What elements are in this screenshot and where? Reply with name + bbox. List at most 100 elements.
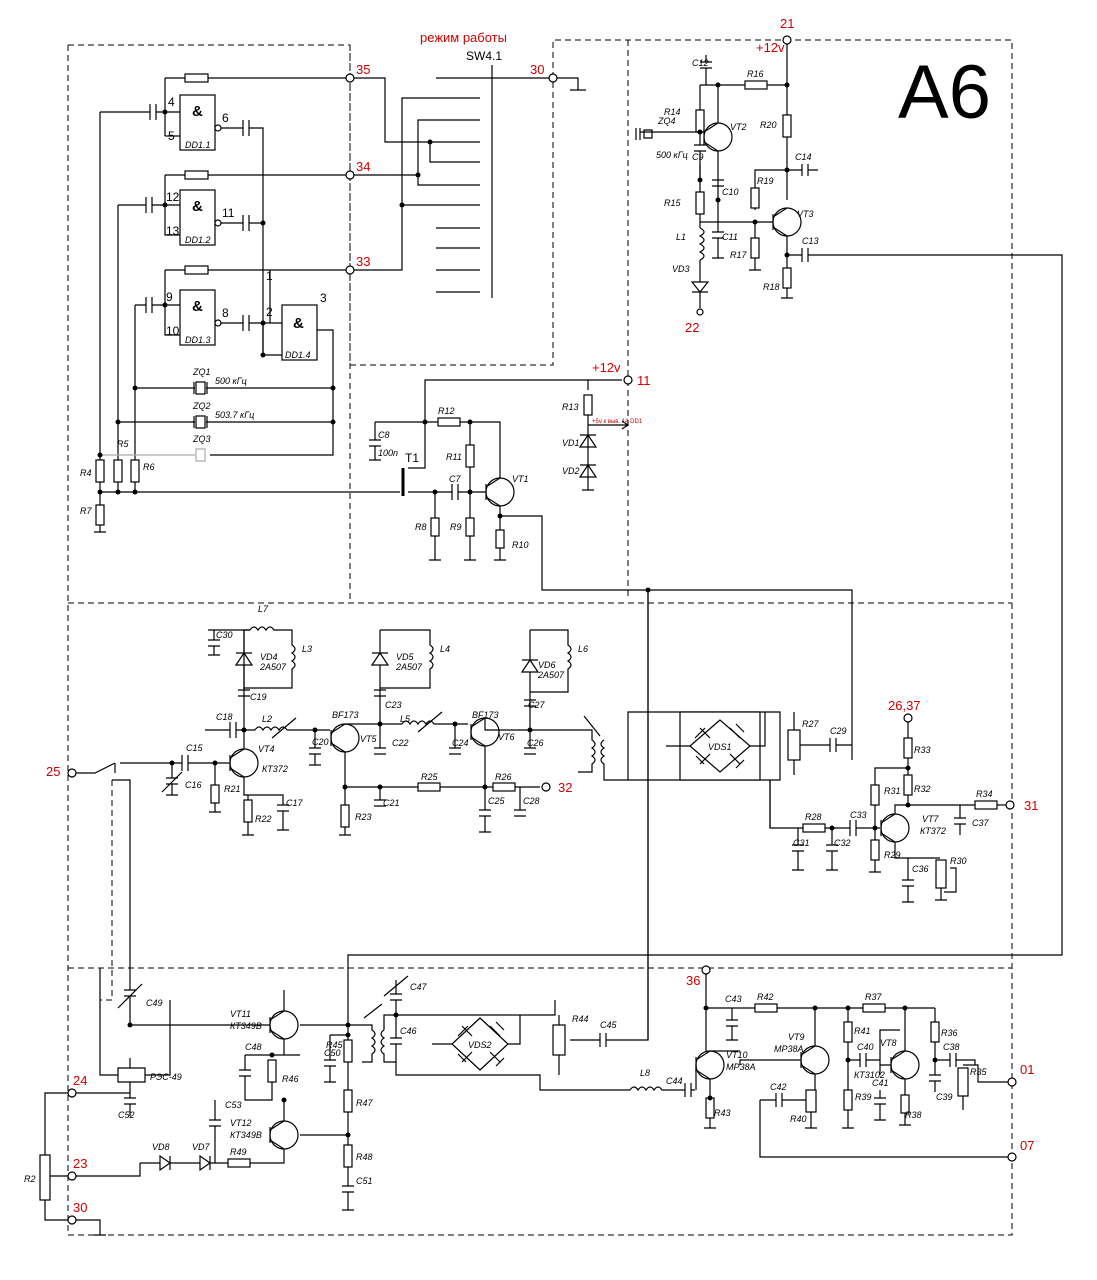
svg-text:22: 22 [685,320,699,335]
svg-text:R11: R11 [446,452,462,462]
gate-dd1-2: & 12 13 11 DD1.2 [166,189,235,246]
svg-text:C52: C52 [118,1110,135,1120]
svg-text:C24: C24 [452,738,469,748]
svg-text:VT5: VT5 [360,734,378,744]
svg-text:L7: L7 [258,604,269,614]
block-borders [67,39,1013,1236]
svg-text:&: & [293,315,304,332]
svg-text:4: 4 [168,95,175,109]
svg-text:РЭС-49: РЭС-49 [150,1072,182,1082]
svg-text:R19: R19 [757,176,774,186]
svg-text:ZQ1: ZQ1 [192,367,211,377]
svg-text:DD1.3: DD1.3 [185,335,211,345]
svg-text:33: 33 [356,254,370,269]
svg-text:01: 01 [1020,1062,1034,1077]
switch-label: SW4.1 [466,49,502,63]
svg-text:R33: R33 [914,745,931,755]
svg-text:11: 11 [222,206,235,220]
svg-text:R36: R36 [941,1028,958,1038]
svg-text:R34: R34 [976,789,993,799]
svg-text:2A507: 2A507 [395,662,423,672]
svg-text:34: 34 [356,159,370,174]
svg-text:23: 23 [73,1156,87,1171]
svg-text:R41: R41 [854,1026,871,1036]
svg-text:ZQ3: ZQ3 [192,434,211,444]
svg-text:VT12: VT12 [230,1118,252,1128]
block-title: A6 [898,50,991,135]
svg-text:C43: C43 [725,994,742,1004]
svg-text:R18: R18 [763,282,780,292]
svg-text:C41: C41 [872,1078,889,1088]
svg-text:2A507: 2A507 [537,670,565,680]
stage-vt8-vt10: L8 C44 VT10 MP38A 36 C43 R42 R43 VT9 MP3… [629,965,1034,1162]
svg-text:R22: R22 [255,814,272,824]
gate-wiring [99,73,350,460]
svg-text:C11: C11 [722,232,738,242]
svg-text:R17: R17 [730,250,748,260]
svg-text:ZQ4: ZQ4 [657,116,676,126]
svg-text:КТ372: КТ372 [262,764,288,774]
svg-text:VD1: VD1 [562,438,580,448]
svg-text:КТ349В: КТ349В [230,1021,262,1031]
svg-text:9: 9 [166,290,173,304]
svg-text:MP38A: MP38A [726,1062,756,1072]
svg-text:24: 24 [73,1073,87,1088]
svg-text:C39: C39 [936,1092,953,1102]
svg-text:DD1.2: DD1.2 [185,235,211,245]
svg-text:C9: C9 [692,152,704,162]
gate-dd1-3: & 9 10 8 DD1.3 [166,289,229,346]
svg-text:VD5: VD5 [396,652,415,662]
svg-text:R12: R12 [438,406,455,416]
svg-text:КТ349В: КТ349В [230,1130,262,1140]
svg-text:100n: 100n [378,448,398,458]
svg-text:R7: R7 [80,506,92,516]
svg-text:C8: C8 [378,430,390,440]
svg-text:C48: C48 [245,1042,262,1052]
svg-text:C32: C32 [834,838,851,848]
gate-dd1-4: & 1 2 3 DD1.4 [266,269,327,361]
terminals-top: 35 34 33 30 [345,62,558,275]
svg-text:30: 30 [73,1200,87,1215]
svg-text:КТ372: КТ372 [920,826,946,836]
svg-text:C28: C28 [523,796,540,806]
svg-text:C30: C30 [216,630,233,640]
svg-text:L6: L6 [578,644,588,654]
svg-text:C17: C17 [286,798,304,808]
svg-text:VT6: VT6 [498,732,515,742]
svg-text:503.7 кГц: 503.7 кГц [215,410,254,420]
svg-text:32: 32 [558,780,572,795]
svg-text:R5: R5 [117,439,129,449]
svg-text:&: & [192,198,203,215]
svg-text:C53: C53 [225,1100,242,1110]
svg-text:VD6: VD6 [538,660,556,670]
svg-text:R35: R35 [970,1067,988,1077]
svg-text:25: 25 [46,764,60,779]
svg-text:C44: C44 [666,1076,683,1086]
svg-text:R27: R27 [802,719,820,729]
gate-dd1-1: & 4 5 6 DD1.1 [168,94,229,151]
svg-text:R39: R39 [855,1092,872,1102]
svg-text:+12v: +12v [592,360,621,375]
mixer-vds1: VDS1 R27 C29 [666,711,852,829]
mode-label: режим работы [420,30,507,45]
svg-text:12: 12 [166,190,180,204]
svg-text:07: 07 [1020,1138,1034,1153]
svg-text:R20: R20 [760,120,777,130]
svg-text:VT9: VT9 [788,1032,805,1042]
svg-text:C14: C14 [795,152,812,162]
svg-text:DD1.1: DD1.1 [185,140,211,150]
svg-text:R46: R46 [282,1074,299,1084]
svg-text:R8: R8 [415,522,427,532]
svg-text:R23: R23 [355,812,372,822]
svg-text:R38: R38 [905,1110,922,1120]
svg-text:C42: C42 [770,1082,787,1092]
svg-text:C25: C25 [488,796,506,806]
supply-vd1-vd2: +12v 11 R13 +5v к выв. 14 DD1 VD1 VD2 [562,360,651,491]
svg-text:500 кГц: 500 кГц [656,150,688,160]
svg-text:R43: R43 [714,1108,731,1118]
svg-text:R13: R13 [562,402,579,412]
svg-text:C10: C10 [722,187,739,197]
svg-text:L3: L3 [302,644,312,654]
svg-text:8: 8 [222,306,229,320]
